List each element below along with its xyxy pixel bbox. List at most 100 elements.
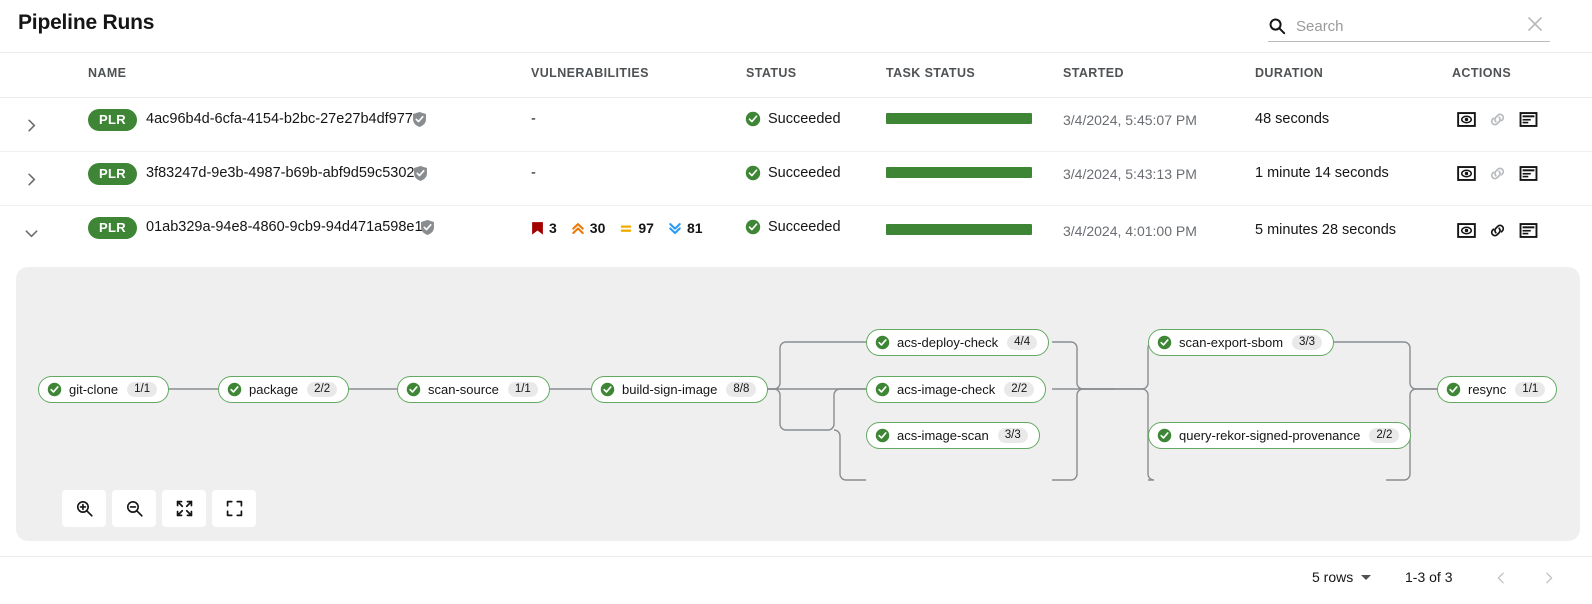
fit-to-view-button[interactable] bbox=[162, 490, 206, 527]
check-circle-icon bbox=[47, 382, 62, 397]
graph-node-scan-export-sbom[interactable]: scan-export-sbom 3/3 bbox=[1148, 329, 1335, 356]
severity-moderate-icon bbox=[621, 225, 632, 232]
status-text: Succeeded bbox=[768, 111, 841, 127]
graph-node-badge: 2/2 bbox=[1369, 427, 1400, 444]
graph-node-label: acs-image-check bbox=[897, 382, 996, 397]
run-name[interactable]: 01ab329a-94e8-4860-9cb9-94d471a598e1 bbox=[146, 219, 423, 235]
severity-important-count: 30 bbox=[589, 220, 606, 236]
status-text: Succeeded bbox=[768, 219, 841, 235]
graph-node-badge: 2/2 bbox=[1004, 381, 1035, 398]
pipeline-graph-edges bbox=[160, 341, 1437, 481]
column-header-vulnerabilities[interactable]: VULNERABILITIES bbox=[531, 66, 649, 80]
graph-node-badge: 8/8 bbox=[726, 381, 757, 398]
column-header-status[interactable]: STATUS bbox=[746, 66, 797, 80]
chevron-right-icon[interactable] bbox=[20, 110, 42, 140]
task-status-bar bbox=[886, 167, 1032, 178]
started-time: 3/4/2024, 5:43:13 PM bbox=[1063, 166, 1197, 182]
vulnerabilities-cell: - bbox=[531, 165, 536, 181]
expand-icon bbox=[226, 500, 242, 517]
view-output-icon[interactable] bbox=[1457, 221, 1476, 240]
search-box[interactable] bbox=[1268, 11, 1550, 42]
link-icon[interactable] bbox=[1488, 221, 1507, 240]
column-header-task-status[interactable]: TASK STATUS bbox=[886, 66, 976, 80]
table-footer: 5 rows 1-3 of 3 bbox=[0, 556, 1592, 604]
graph-node-acs-deploy-check[interactable]: acs-deploy-check 4/4 bbox=[866, 329, 1050, 356]
check-circle-icon bbox=[227, 382, 242, 397]
chevron-right-icon[interactable] bbox=[20, 164, 42, 194]
graph-node-query-rekor-signed-provenance[interactable]: query-rekor-signed-provenance 2/2 bbox=[1148, 422, 1412, 449]
graph-node-acs-image-scan[interactable]: acs-image-scan 3/3 bbox=[866, 422, 1040, 449]
logs-icon[interactable] bbox=[1519, 221, 1538, 240]
table-row[interactable]: PLR 01ab329a-94e8-4860-9cb9-94d471a598e1… bbox=[0, 206, 1592, 260]
run-name[interactable]: 4ac96b4d-6cfa-4154-b2bc-27e27b4df977 bbox=[146, 111, 413, 127]
graph-node-label: scan-export-sbom bbox=[1179, 335, 1284, 350]
check-circle-icon bbox=[875, 428, 890, 443]
graph-node-badge: 1/1 bbox=[507, 381, 538, 398]
chevron-down-icon[interactable] bbox=[20, 218, 42, 248]
severity-critical-icon bbox=[532, 221, 543, 235]
graph-node-badge: 2/2 bbox=[307, 381, 338, 398]
duration-text: 48 seconds bbox=[1255, 111, 1330, 127]
row-actions bbox=[1457, 110, 1538, 129]
graph-node-build-sign-image[interactable]: build-sign-image 8/8 bbox=[591, 376, 769, 403]
status-cell: Succeeded bbox=[745, 165, 841, 181]
table-row[interactable]: PLR 4ac96b4d-6cfa-4154-b2bc-27e27b4df977… bbox=[0, 98, 1592, 152]
graph-node-badge: 1/1 bbox=[1515, 381, 1546, 398]
check-circle-icon bbox=[1446, 382, 1461, 397]
column-header-name[interactable]: NAME bbox=[88, 66, 127, 80]
graph-node-label: acs-deploy-check bbox=[897, 335, 999, 350]
table-row[interactable]: PLR 3f83247d-9e3b-4987-b69b-abf9d59c5302… bbox=[0, 152, 1592, 206]
logs-icon[interactable] bbox=[1519, 164, 1538, 183]
reset-view-button[interactable] bbox=[212, 490, 256, 527]
search-icon bbox=[1268, 17, 1286, 35]
link-icon[interactable] bbox=[1488, 164, 1507, 183]
view-output-icon[interactable] bbox=[1457, 110, 1476, 129]
check-circle-icon bbox=[875, 335, 890, 350]
fit-to-screen-icon bbox=[176, 500, 192, 517]
pipeline-graph-panel[interactable]: git-clone 1/1 package 2/2 scan-source 1/… bbox=[16, 267, 1580, 541]
column-header-actions: ACTIONS bbox=[1452, 66, 1512, 80]
graph-node-git-clone[interactable]: git-clone 1/1 bbox=[38, 376, 170, 403]
rows-per-page-select[interactable]: 5 rows bbox=[1312, 569, 1372, 585]
chevron-right-icon bbox=[1546, 572, 1553, 584]
link-icon[interactable] bbox=[1488, 110, 1507, 129]
graph-node-scan-source[interactable]: scan-source 1/1 bbox=[397, 376, 550, 403]
severity-moderate-count: 97 bbox=[638, 220, 654, 236]
pagination-next-button[interactable] bbox=[1536, 565, 1562, 591]
severity-moderate: 97 bbox=[619, 220, 654, 236]
severity-critical-count: 3 bbox=[549, 220, 557, 236]
caret-down-icon bbox=[1361, 574, 1372, 580]
check-circle-icon bbox=[745, 219, 761, 235]
column-header-started[interactable]: STARTED bbox=[1063, 66, 1124, 80]
graph-node-resync[interactable]: resync 1/1 bbox=[1437, 376, 1558, 403]
shield-check-icon bbox=[412, 165, 429, 182]
run-name[interactable]: 3f83247d-9e3b-4987-b69b-abf9d59c5302 bbox=[146, 165, 415, 181]
page-header: Pipeline Runs bbox=[0, 0, 1592, 53]
check-circle-icon bbox=[600, 382, 615, 397]
graph-node-label: resync bbox=[1468, 382, 1507, 397]
pagination-prev-button[interactable] bbox=[1488, 565, 1514, 591]
duration-text: 5 minutes 28 seconds bbox=[1255, 222, 1397, 238]
graph-node-acs-image-check[interactable]: acs-image-check 2/2 bbox=[866, 376, 1047, 403]
check-circle-icon bbox=[406, 382, 421, 397]
vulnerabilities-cell: - bbox=[531, 111, 536, 127]
shield-check-icon bbox=[419, 219, 436, 236]
status-cell: Succeeded bbox=[745, 111, 841, 127]
kind-badge: PLR bbox=[88, 163, 137, 185]
row-actions bbox=[1457, 164, 1538, 183]
zoom-out-button[interactable] bbox=[112, 490, 156, 527]
task-status-bar bbox=[886, 224, 1032, 235]
view-output-icon[interactable] bbox=[1457, 164, 1476, 183]
graph-node-package[interactable]: package 2/2 bbox=[218, 376, 350, 403]
close-icon[interactable] bbox=[1526, 15, 1544, 33]
graph-node-label: query-rekor-signed-provenance bbox=[1179, 428, 1361, 443]
column-header-duration[interactable]: DURATION bbox=[1255, 66, 1324, 80]
logs-icon[interactable] bbox=[1519, 110, 1538, 129]
zoom-in-button[interactable] bbox=[62, 490, 106, 527]
search-input[interactable] bbox=[1296, 17, 1512, 35]
check-circle-icon bbox=[1157, 428, 1172, 443]
task-status-bar bbox=[886, 113, 1032, 124]
zoom-in-icon bbox=[76, 500, 93, 517]
check-circle-icon bbox=[1157, 335, 1172, 350]
